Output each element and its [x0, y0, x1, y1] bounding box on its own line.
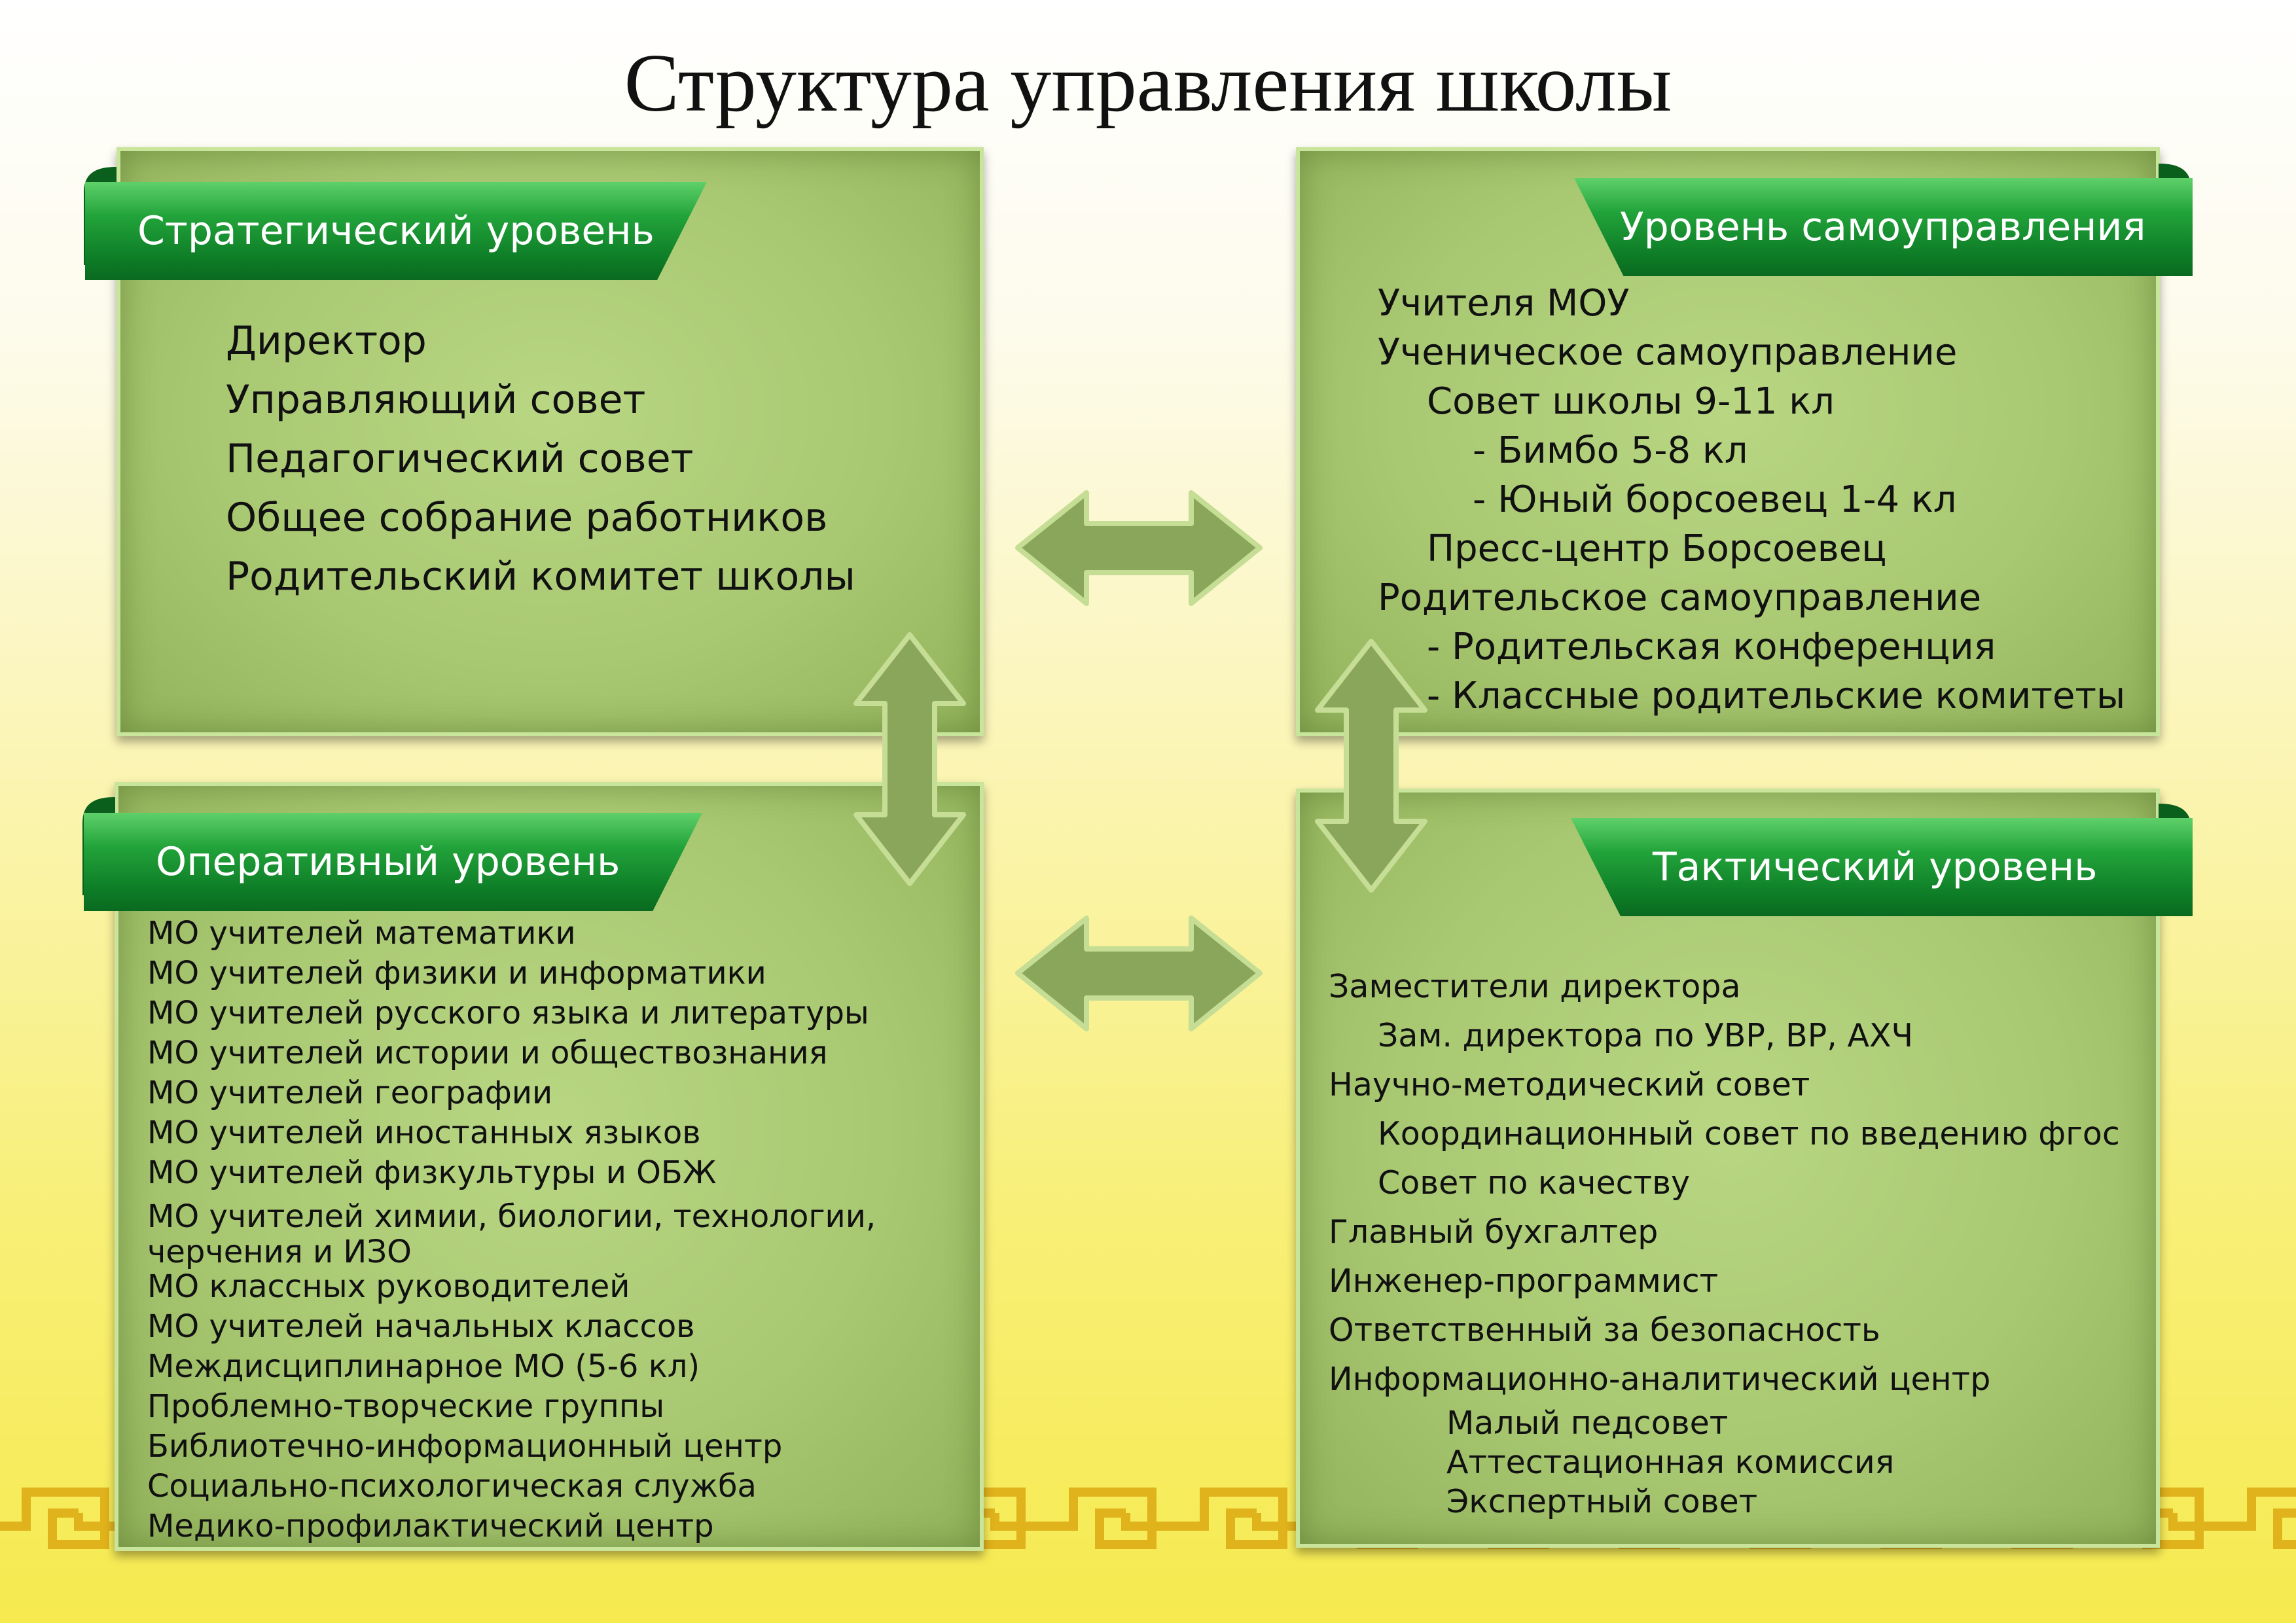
- vertical-double-arrow-right: [1315, 639, 1427, 893]
- list-item: Родительское самоуправление: [1378, 577, 1982, 619]
- list-item: Учителя МОУ: [1378, 282, 1630, 325]
- list-item: Управляющий совет: [226, 377, 646, 423]
- operational-list: МО учителей математики МО учителей физик…: [147, 914, 876, 1546]
- list-item: Междисциплинарное МО (5-6 кл): [147, 1348, 700, 1385]
- list-item: Экспертный совет: [1446, 1483, 1758, 1520]
- list-item: МО учителей истории и обществознания: [147, 1035, 828, 1071]
- list-item: Зам. директора по УВР, ВР, АХЧ: [1378, 1017, 1914, 1054]
- list-item: - Юный борсоевец 1-4 кл: [1473, 478, 1957, 521]
- list-item: Библиотечно-информационный центр: [147, 1428, 783, 1465]
- list-item: МО учителей химии, биологии, технологии,: [147, 1198, 876, 1235]
- list-item: Совет школы 9-11 кл: [1427, 380, 1835, 423]
- page-title: Структура управления школы: [624, 38, 1672, 129]
- list-item: Главный бухгалтер: [1329, 1213, 1659, 1251]
- list-item: МО учителей физики и информатики: [147, 955, 766, 991]
- list-item: Медико-профилактический центр: [147, 1508, 714, 1544]
- list-item: Общее собрание работников: [226, 495, 828, 541]
- list-item: Научно-методический совет: [1329, 1066, 1810, 1103]
- list-item: Директор: [226, 318, 427, 364]
- strategic-list: Директор Управляющий совет Педагогически…: [226, 312, 855, 606]
- list-item: Заместители директора: [1329, 968, 1741, 1005]
- tactical-title: Тактический уровень: [1653, 844, 2098, 890]
- list-item: МО учителей физкультуры и ОБЖ: [147, 1154, 717, 1191]
- tactical-banner: Тактический уровень: [1571, 818, 2193, 916]
- tactical-list: Заместители директора Зам. директора по …: [1329, 962, 2120, 1522]
- list-item: МО учителей географии: [147, 1075, 553, 1111]
- list-item: Ученическое самоуправление: [1378, 331, 1958, 374]
- list-item: - Классные родительские комитеты: [1427, 675, 2126, 717]
- list-item: Аттестационная комиссия: [1446, 1444, 1895, 1481]
- list-item: Совет по качеству: [1378, 1164, 1691, 1202]
- list-item: Родительский комитет школы: [226, 554, 855, 599]
- list-item: - Бимбо 5-8 кл: [1473, 429, 1748, 472]
- selfgov-title: Уровень самоуправления: [1620, 204, 2146, 250]
- list-item: МО учителей математики: [147, 915, 576, 952]
- list-item: Проблемно-творческие группы: [147, 1388, 665, 1425]
- list-item: черчения и ИЗО: [147, 1234, 412, 1270]
- horizontal-double-arrow-bottom: [1015, 916, 1263, 1031]
- operational-banner: Оперативный уровень: [84, 813, 702, 911]
- list-item: Социально-психологическая служба: [147, 1468, 757, 1505]
- list-item: МО учителей иностанных языков: [147, 1115, 701, 1151]
- list-item: МО классных руководителей: [147, 1268, 630, 1305]
- list-item: - Родительская конференция: [1427, 626, 1996, 668]
- list-item: Информационно-аналитический центр: [1329, 1361, 1991, 1398]
- list-item: Малый педсовет: [1446, 1404, 1729, 1442]
- selfgov-banner: Уровень самоуправления: [1574, 178, 2193, 276]
- horizontal-double-arrow-top: [1015, 490, 1263, 606]
- list-item: Ответственный за безопасность: [1329, 1311, 1880, 1349]
- list-item: Инженер-программист: [1329, 1262, 1719, 1300]
- strategic-banner: Стратегический уровень: [85, 182, 707, 280]
- vertical-double-arrow-left: [853, 632, 966, 886]
- operational-title: Оперативный уровень: [156, 839, 620, 885]
- list-item: Педагогический совет: [226, 436, 694, 482]
- selfgov-list: Учителя МОУ Ученическое самоуправление С…: [1378, 279, 2125, 721]
- strategic-title: Стратегический уровень: [137, 208, 655, 254]
- list-item: МО учителей русского языка и литературы: [147, 995, 869, 1031]
- list-item: Координационный совет по введению фгос: [1378, 1115, 2120, 1152]
- list-item: Пресс-центр Борсоевец: [1427, 527, 1887, 570]
- list-item: МО учителей начальных классов: [147, 1308, 695, 1345]
